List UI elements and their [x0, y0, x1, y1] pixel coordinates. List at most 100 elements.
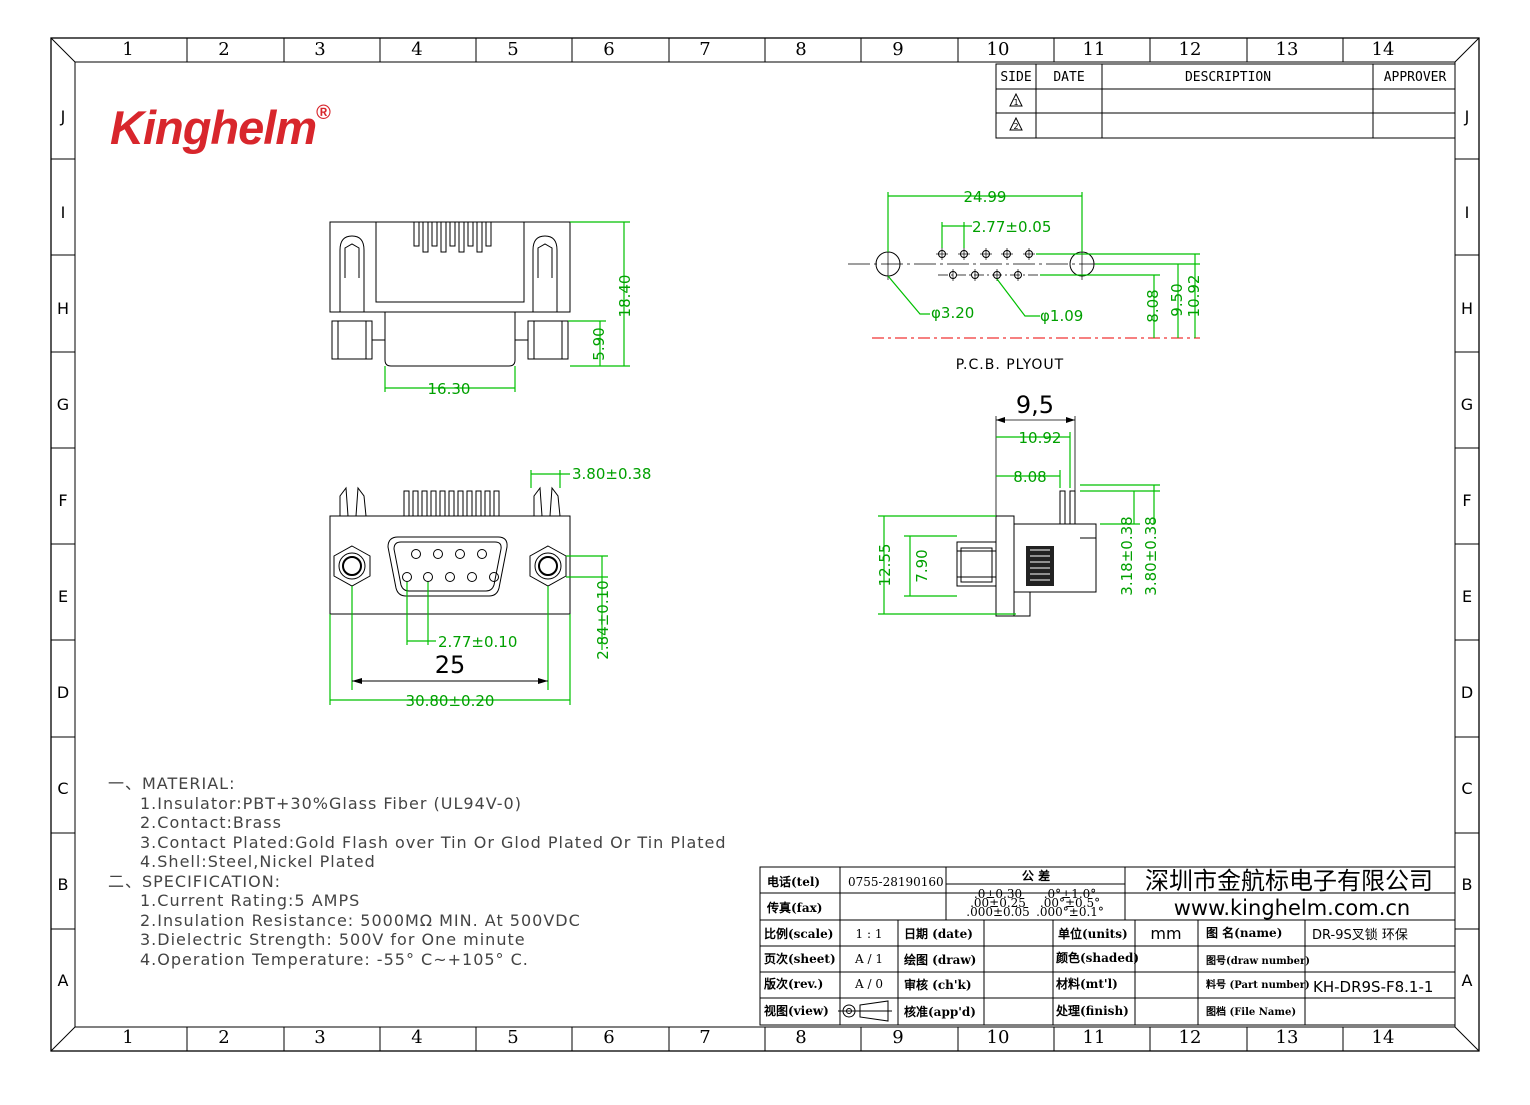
dim-3-80-side: 3.80±0.38 [1142, 516, 1160, 595]
dim-10-92-pcb: 10.92 [1185, 275, 1203, 318]
dim-hole-1-09: φ1.09 [1040, 307, 1083, 325]
col-num-bottom: 9 [892, 1027, 903, 1048]
col-num-top: 2 [218, 39, 229, 60]
dim-3-80-front: 3.80±0.38 [572, 465, 651, 483]
units-label: 单位(units) [1058, 926, 1128, 941]
units-value: mm [1150, 924, 1181, 943]
col-num-top: 12 [1179, 39, 1202, 60]
scale-label: 比例(scale) [764, 926, 833, 941]
row-letter-right: D [1461, 683, 1473, 702]
col-num-bottom: 8 [795, 1027, 806, 1048]
dim-5-90: 5.90 [590, 327, 608, 360]
row-letter-right: J [1464, 107, 1470, 126]
company-name: 深圳市金航标电子有限公司 [1145, 867, 1433, 895]
rev-value: A / 0 [854, 977, 883, 991]
col-num-top: 7 [699, 39, 710, 60]
dim-10-92-side: 10.92 [1019, 429, 1062, 447]
col-num-top: 5 [507, 39, 518, 60]
col-num-bottom: 7 [699, 1027, 710, 1048]
draw-label: 绘图 (draw) [904, 952, 976, 967]
row-letter-right: I [1465, 203, 1470, 222]
sheet-label: 页次(sheet) [764, 951, 836, 966]
material-label: 材料(mt'l) [1055, 976, 1118, 991]
row-letter-right: A [1462, 971, 1473, 990]
front-view-dimensions: 3.80±0.38 2.84±0.10 2.77±0.10 25 30.80±0… [329, 465, 651, 710]
col-num-bottom: 13 [1276, 1027, 1299, 1048]
name-value: DR-9S叉锁 环保 [1312, 927, 1408, 943]
row-letter-right: G [1461, 395, 1473, 414]
rev-row-1-mark: 1 [1013, 98, 1018, 107]
dim-16-30: 16.30 [428, 380, 471, 398]
sheet-value: A / 1 [854, 952, 883, 966]
col-num-top: 14 [1372, 39, 1395, 60]
projection-symbol-icon [838, 1000, 892, 1022]
dim-25: 25 [435, 651, 466, 679]
part-number-value: KH-DR9S-F8.1-1 [1313, 978, 1433, 996]
col-num-top: 6 [603, 39, 614, 60]
revision-table: SIDE DATE DESCRIPTION APPROVER 1 2 [995, 63, 1456, 139]
dim-3-18-side: 3.18±0.38 [1118, 516, 1136, 595]
rev-label: 版次(rev.) [764, 976, 823, 991]
approved-label: 核准(app'd) [904, 1004, 976, 1019]
view-label: 视图(view) [764, 1003, 829, 1018]
rev-header-side: SIDE [1000, 70, 1031, 85]
col-num-bottom: 1 [122, 1027, 133, 1048]
revision-triangle-icon [1009, 116, 1023, 131]
row-letter-right: E [1462, 587, 1472, 606]
tolerance-linear-1: .0±0.30 [974, 887, 1022, 901]
spec-item: 1.Current Rating:5 AMPS [140, 891, 361, 910]
col-num-bottom: 5 [507, 1027, 518, 1048]
row-letter-right: H [1461, 299, 1473, 318]
row-letter-left: A [58, 971, 69, 990]
connector-side-view [956, 490, 1097, 617]
dim-12-55: 12.55 [876, 544, 894, 587]
check-label: 审核 (ch'k) [904, 977, 972, 992]
col-num-top: 10 [987, 39, 1010, 60]
col-num-top: 3 [314, 39, 325, 60]
shaded-label: 颜色(shaded) [1056, 950, 1139, 965]
col-num-bottom: 10 [987, 1027, 1010, 1048]
tolerance-angle-2: .00°±0.5° [1040, 896, 1100, 910]
material-item: 3.Contact Plated:Gold Flash over Tin Or … [140, 832, 727, 852]
material-item: 4.Shell:Steel,Nickel Plated [140, 852, 376, 871]
col-num-bottom: 3 [314, 1027, 325, 1048]
tel-label: 电话(tel) [767, 874, 820, 889]
top-view-dimensions: 18.40 5.90 16.30 [384, 221, 634, 398]
col-num-bottom: 12 [1179, 1027, 1202, 1048]
dim-2-77-pcb: 2.77±0.05 [972, 218, 1051, 236]
tel-value: 0755-28190160 [848, 875, 944, 889]
finish-label: 处理(finish) [1055, 1003, 1129, 1018]
row-letter-right: B [1462, 875, 1473, 894]
rev-row-2-mark: 2 [1013, 122, 1018, 131]
dim-9-5: 9,5 [1016, 391, 1054, 419]
part-number-label: 料号 (Part number) [1206, 978, 1310, 991]
col-num-bottom: 11 [1083, 1027, 1106, 1048]
col-num-bottom: 6 [603, 1027, 614, 1048]
material-title: 一、MATERIAL: [108, 774, 236, 793]
rev-header-date: DATE [1053, 70, 1084, 85]
pcb-layout: 24.99 2.77±0.05 φ3.20 φ1.09 8.08 9.50 10… [848, 188, 1203, 373]
tolerance-angle-3: .000°±0.1° [1036, 905, 1104, 919]
rev-header-approver: APPROVER [1384, 70, 1447, 85]
material-item: 2.Contact:Brass [140, 813, 282, 832]
side-view-dimensions: 9,5 10.92 8.08 12.55 7.90 3.18±0.38 3.80… [876, 391, 1160, 615]
kinghelm-logo: Kinghelm® [110, 101, 331, 154]
dim-hole-3-20: φ3.20 [931, 304, 974, 322]
tolerance-linear-3: .000±0.05 [966, 905, 1030, 919]
draw-number-label: 图号(draw number) [1206, 955, 1310, 967]
dim-30-80: 30.80±0.20 [406, 692, 495, 710]
scale-value: 1 : 1 [856, 927, 883, 941]
row-letter-left: C [57, 779, 68, 798]
fax-label: 传真(fax) [766, 900, 822, 915]
dim-7-90: 7.90 [913, 549, 931, 582]
col-num-top: 11 [1083, 39, 1106, 60]
company-website: www.kinghelm.com.cn [1174, 896, 1411, 920]
spec-item: 3.Dielectric Strength: 500V for One minu… [140, 930, 526, 949]
dim-8-08-side: 8.08 [1013, 468, 1046, 486]
dim-2-77-front: 2.77±0.10 [438, 633, 517, 651]
material-item: 1.Insulator:PBT+30%Glass Fiber (UL94V-0) [140, 793, 522, 813]
col-num-bottom: 4 [411, 1027, 422, 1048]
file-name-label: 图档 (File Name) [1206, 1005, 1296, 1018]
notes-block: 一、MATERIAL: 1.Insulator:PBT+30%Glass Fib… [108, 774, 727, 969]
